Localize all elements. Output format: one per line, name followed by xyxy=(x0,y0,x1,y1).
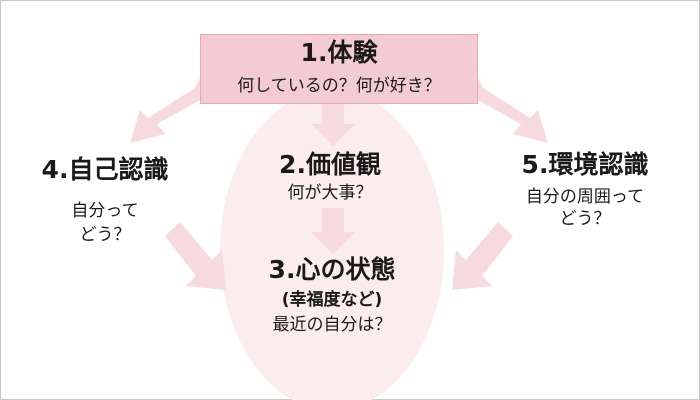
mind-state-subtitle: 最近の自分は？ xyxy=(272,315,392,335)
experience-box xyxy=(200,34,478,104)
environment-subtitle-line2: どう？ xyxy=(559,209,611,229)
arrow-4-to-3 xyxy=(165,222,226,290)
arrow-1-to-5 xyxy=(478,78,548,143)
mind-state-title: 3.心の状態 xyxy=(268,255,396,284)
values-title: 2.価値観 xyxy=(279,150,381,179)
environment-title: 5.環境認識 xyxy=(521,150,649,179)
arrow-1-to-4 xyxy=(130,78,200,143)
experience-subtitle: 何しているの？何が好き？ xyxy=(237,76,441,96)
arrow-5-to-3 xyxy=(452,222,513,290)
self-awareness-subtitle-line2: どう？ xyxy=(79,225,131,245)
experience-title: 1.体験 xyxy=(300,38,378,67)
environment-subtitle-line1: 自分の周囲って xyxy=(525,187,645,207)
values-subtitle: 何が大事？ xyxy=(287,183,373,203)
self-awareness-subtitle-line1: 自分って xyxy=(71,201,139,221)
arrow-1-to-2 xyxy=(311,104,355,146)
mind-state-paren: (幸福度など) xyxy=(281,290,383,310)
arrow-2-to-3 xyxy=(311,208,355,254)
self-awareness-title: 4.自己認識 xyxy=(41,155,169,184)
